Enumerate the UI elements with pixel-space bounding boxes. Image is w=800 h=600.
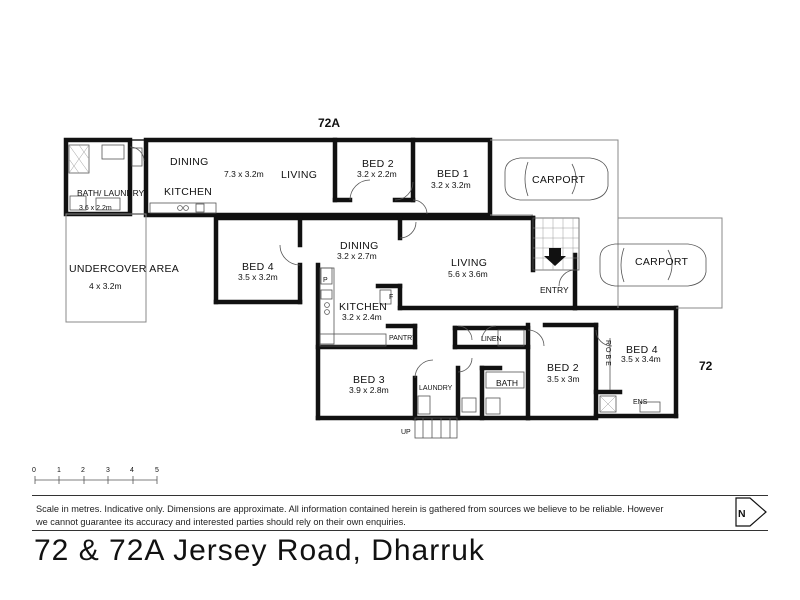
room-name: CARPORT xyxy=(635,256,689,268)
room-name: BED 3 xyxy=(353,374,385,386)
scale-tick-label: 1 xyxy=(57,467,61,474)
unit-72a-heading: 72A xyxy=(318,116,340,130)
site-boundary-lines xyxy=(490,139,723,309)
room-name: ENS xyxy=(633,399,648,406)
unit-72-kitchen-counter xyxy=(319,267,392,347)
room-dimensions: 5.6 x 3.6m xyxy=(448,269,488,279)
room-dimensions: 7.3 x 3.2m xyxy=(224,169,264,179)
scale-tick-label: 4 xyxy=(130,467,134,474)
unit-72-heading: 72 xyxy=(699,359,713,373)
room-dimensions: 3.2 x 2.2m xyxy=(357,169,397,179)
room-name: DINING xyxy=(340,240,379,252)
room-dimensions: 4 x 3.2m xyxy=(89,281,122,291)
room-dimensions: 3.2 x 2.7m xyxy=(337,251,377,261)
room-dimensions: 3.5 x 3.4m xyxy=(621,354,661,364)
room-name: UNDERCOVER AREA xyxy=(69,263,179,275)
carport-car-1 xyxy=(504,157,609,201)
room-name: ENTRY xyxy=(540,285,569,295)
room-dimensions: 3.9 x 2.8m xyxy=(349,385,389,395)
disclaimer-text: Scale in metres. Indicative only. Dimens… xyxy=(36,504,664,527)
scale-tick-label: 3 xyxy=(106,467,110,474)
room-dimensions: 3.5 x 3m xyxy=(547,374,580,384)
room-name: BED 2 xyxy=(362,158,394,170)
pantry-cupboard-label: P xyxy=(323,277,328,284)
unit-72a-doors xyxy=(129,146,428,215)
unit-72-wet-area-fixtures xyxy=(417,329,661,415)
rear-steps xyxy=(414,417,458,439)
room-name: BED 1 xyxy=(437,168,469,180)
bath-fixtures xyxy=(68,144,143,211)
compass-north-label: N xyxy=(738,508,746,520)
entry-arrow-icon xyxy=(544,248,566,266)
room-name: BED 4 xyxy=(242,261,274,273)
room-name: PANTRY xyxy=(389,335,417,342)
room-name: KITCHEN xyxy=(164,186,212,198)
room-name: LIVING xyxy=(451,257,487,269)
room-name: BATH/ LAUNDRY xyxy=(77,188,145,198)
room-dimensions: 3.6 x 2.2m xyxy=(79,205,112,212)
room-dimensions: 3.5 x 3.2m xyxy=(238,272,278,282)
room-name: CARPORT xyxy=(532,174,586,186)
entry-tiles xyxy=(532,217,580,271)
room-name: BED 4 xyxy=(626,344,658,356)
undercover-area-outline xyxy=(65,213,147,323)
unit-72a-walls xyxy=(63,137,493,218)
room-name: KITCHEN xyxy=(339,301,387,313)
unit-72a-labels: DINING 7.3 x 3.2m LIVING KITCHEN BED 2 3… xyxy=(69,156,586,291)
scale-tick-label: 2 xyxy=(81,467,85,474)
north-compass-icon: N xyxy=(735,497,767,527)
room-name: LAUNDRY xyxy=(419,385,453,392)
room-name: LINEN xyxy=(481,336,502,343)
unit-72-walls xyxy=(213,215,679,421)
room-name: LIVING xyxy=(281,169,317,181)
room-name: DINING xyxy=(170,156,209,168)
steps-up-label: UP xyxy=(401,429,411,436)
unit-72-doors xyxy=(279,221,613,379)
scale-tick-label: 5 xyxy=(155,467,159,474)
room-name: BATH xyxy=(496,378,518,388)
room-dimensions: 3.2 x 2.4m xyxy=(342,312,382,322)
robe-label: ROBE xyxy=(604,340,611,368)
unit-72-labels: DINING 3.2 x 2.7m LIVING 5.6 x 3.6m BED … xyxy=(238,240,689,436)
divider-top xyxy=(32,495,768,496)
divider-bottom xyxy=(32,530,768,531)
unit-72a-kitchen-counter xyxy=(149,202,217,214)
fridge-label: F xyxy=(389,294,393,301)
carport-car-2 xyxy=(599,243,707,287)
scale-bar: 0 1 2 3 4 5 xyxy=(32,467,159,484)
scale-tick-label: 0 xyxy=(32,467,36,474)
room-name: BED 2 xyxy=(547,362,579,374)
property-address: 72 & 72A Jersey Road, Dharruk xyxy=(34,534,485,567)
room-dimensions: 3.2 x 3.2m xyxy=(431,180,471,190)
